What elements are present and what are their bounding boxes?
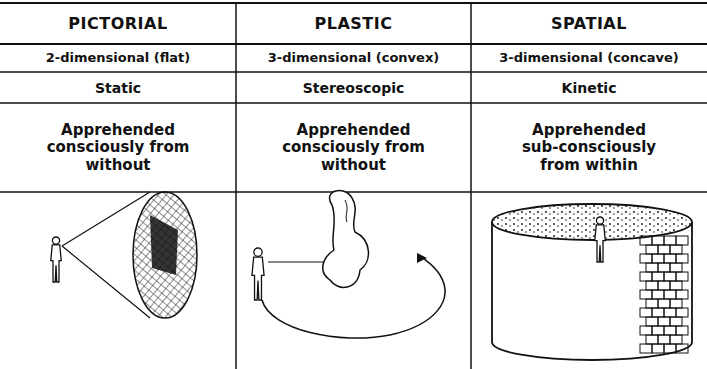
table-cell: 2-dimensional (flat) bbox=[0, 45, 236, 72]
plastic-figure bbox=[262, 191, 445, 339]
table-cell: SPATIAL bbox=[471, 4, 707, 44]
table-cell-text: 3-dimensional (convex) bbox=[268, 51, 439, 66]
human-figure bbox=[51, 237, 62, 282]
table-cell-text: Apprehended sub-consciously from within bbox=[514, 122, 664, 174]
column-heading: PICTORIAL bbox=[68, 15, 167, 33]
table-cell: Apprehended sub-consciously from within bbox=[471, 104, 707, 192]
table-cell: PICTORIAL bbox=[0, 4, 236, 44]
table-cell: Apprehended consciously from without bbox=[236, 104, 471, 192]
table-cell: Apprehended consciously from without bbox=[0, 104, 236, 192]
human-figure bbox=[595, 217, 606, 262]
table-cell-text: Apprehended consciously from without bbox=[279, 122, 429, 174]
table-cell: 3-dimensional (convex) bbox=[236, 45, 471, 72]
column-heading: SPATIAL bbox=[551, 15, 627, 33]
table-cell: 3-dimensional (concave) bbox=[471, 45, 707, 72]
table-cell-text: Static bbox=[95, 80, 141, 96]
human-figure bbox=[252, 248, 264, 300]
spatial-figure bbox=[492, 204, 692, 360]
pictorial-figure bbox=[62, 192, 197, 318]
table-rules bbox=[0, 3, 707, 369]
table-cell-text: 2-dimensional (flat) bbox=[46, 51, 190, 66]
table-cell: Static bbox=[0, 73, 236, 103]
table-cell: Stereoscopic bbox=[236, 73, 471, 103]
table-cell-text: 3-dimensional (concave) bbox=[499, 51, 679, 66]
table-cell-text: Kinetic bbox=[562, 80, 617, 96]
table-cell-text: Stereoscopic bbox=[303, 80, 405, 96]
table-cell: Kinetic bbox=[471, 73, 707, 103]
table-cell: PLASTIC bbox=[236, 4, 471, 44]
table-cell-text: Apprehended consciously from without bbox=[43, 122, 193, 174]
column-heading: PLASTIC bbox=[315, 15, 393, 33]
human-figures bbox=[51, 217, 606, 300]
